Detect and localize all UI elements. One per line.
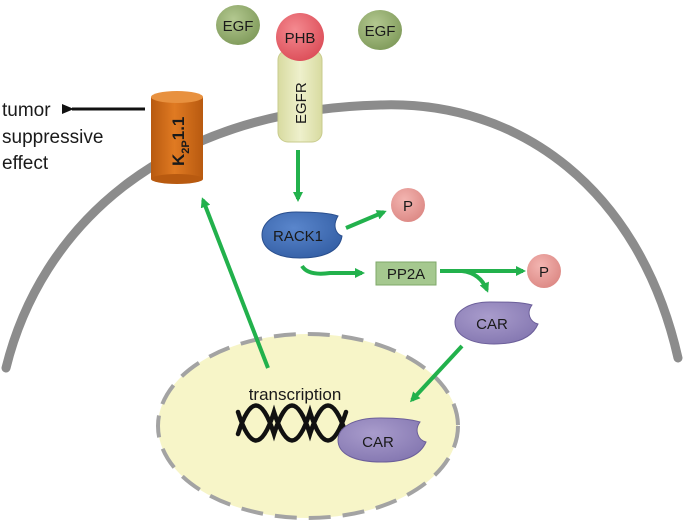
arrow-car-to-nucleus	[409, 344, 464, 403]
arrow-transcription-to-k2p	[200, 197, 270, 369]
transcription-label: transcription	[249, 385, 342, 404]
p1-label: P	[403, 198, 413, 215]
car-nucleus-protein: CAR	[337, 417, 427, 463]
arrow-pp2a-to-car	[461, 269, 489, 293]
car-cytoplasm-label: CAR	[476, 316, 508, 333]
p2-label: P	[539, 264, 549, 281]
egf-ligand-left: EGF	[216, 5, 260, 45]
egfr-receptor: EGFR	[277, 49, 323, 143]
egf-ligand-right: EGF	[358, 10, 402, 50]
effect-label-line1: tumor	[2, 100, 51, 121]
effect-label-line2: suppressive	[2, 127, 103, 148]
effect-label-line3: effect	[2, 153, 49, 174]
rack1-label: RACK1	[273, 228, 323, 245]
pp2a-protein: PP2A	[375, 261, 437, 286]
cell-membrane	[1, 100, 683, 373]
phb-ligand: PHB	[276, 13, 324, 61]
phosphate-1: P	[391, 188, 425, 222]
car-cytoplasm-protein: CAR	[454, 301, 539, 345]
k2p-label-tail: 1.1	[169, 117, 188, 141]
k2p-channel: K2P1.1	[151, 91, 203, 184]
phb-label: PHB	[285, 30, 316, 47]
egf-label-right: EGF	[365, 23, 396, 40]
car-nucleus-label: CAR	[362, 434, 394, 451]
rack1-protein: RACK1	[261, 211, 343, 259]
phosphate-2: P	[527, 254, 561, 288]
svg-text:K2P1.1: K2P1.1	[169, 117, 192, 166]
pp2a-label: PP2A	[387, 266, 425, 283]
k2p-label-sub: 2P	[180, 140, 192, 153]
arrow-rack1-to-p	[345, 210, 387, 230]
k2p-label-main: K	[169, 153, 188, 166]
arrow-rack1-to-pp2a	[300, 264, 365, 278]
dna-helix-icon	[235, 403, 349, 443]
egf-label-left: EGF	[223, 18, 254, 35]
egfr-label: EGFR	[293, 82, 310, 124]
